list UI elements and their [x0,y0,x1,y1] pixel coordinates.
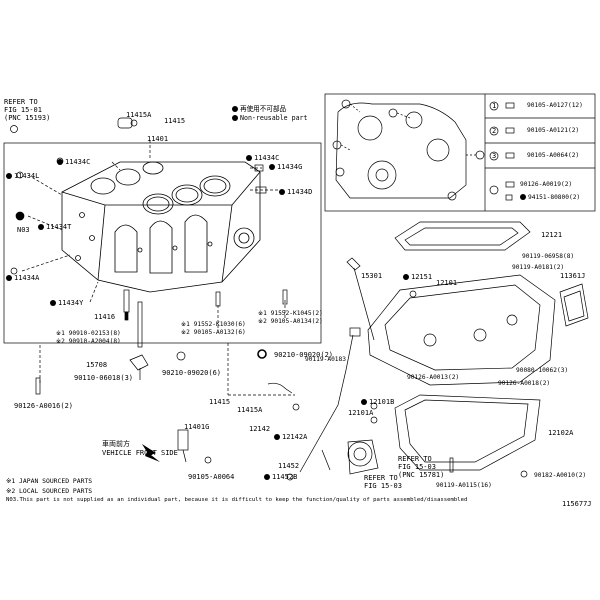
part-11401G[interactable]: 11401G [184,423,210,431]
key-3-part[interactable]: 90105-A0064(2) [527,152,580,159]
leader-lines [21,140,295,396]
refer-line: FIG 15-03 [364,482,402,490]
part-11434D[interactable]: 11434D [279,188,312,196]
bracket-15708 [129,354,149,380]
refer-line: REFER TO [4,98,38,106]
part-12101[interactable]: 12101 [436,279,458,287]
part-11415-mid[interactable]: 11415 [209,398,231,406]
part-90126-A0016[interactable]: 90126-A0016(2) [14,402,74,410]
part-90210-09020-2[interactable]: 90210-09020(2) [274,351,334,359]
knock-pin-top [117,117,138,129]
upper-oil-pan-12101 [367,274,556,386]
part-91552-K1030[interactable]: ※1 91552-K1030(6) [181,321,246,328]
part-11434G[interactable]: 11434G [269,163,302,171]
part-12142[interactable]: 12142 [249,425,271,433]
legend-non-reusable: 再使用不可部品 [232,103,286,113]
part-12151[interactable]: 12151 [403,273,432,281]
part-11434C-left[interactable]: 11434C [57,158,90,166]
refer-fig-15-03-pnc[interactable]: REFER TO FIG 15-03 (PNC 15781) [398,455,444,479]
part-12101A[interactable]: 12101A [348,409,374,417]
non-reusable-dot-icon [232,106,238,112]
vehicle-front-en: VEHICLE FRONT SIDE [102,449,178,457]
part-90105-A0132[interactable]: ※2 90105-A0132(6) [181,329,246,336]
part-11452[interactable]: 11452 [278,462,300,470]
refer-line: REFER TO [364,474,398,482]
note-n03: N03.This part is not supplied as an indi… [6,497,468,503]
part-11434A[interactable]: 11434A [6,274,39,282]
part-90105-A0134[interactable]: ※2 90105-A0134(2) [258,318,323,325]
part-91552-K1045[interactable]: ※1 91552-K1045(2) [258,310,323,317]
part-90080-10062[interactable]: 90080-10062(3) [516,367,569,374]
figure-id: 115677J [562,500,592,508]
part-12142A[interactable]: 12142A [274,433,307,441]
part-12102A[interactable]: 12102A [548,429,574,437]
part-15708[interactable]: 15708 [86,361,108,369]
dipstick-guide-12142 [299,327,361,473]
pan-gasket-12121 [394,221,531,251]
key-3-label: 3 [492,152,497,160]
legend-jp: 再使用不可部品 [240,105,287,113]
part-11401[interactable]: 11401 [147,135,169,143]
part-90105-A0064-bottom[interactable]: 90105-A0064 [188,473,235,481]
part-90119-06958[interactable]: 90119-06958(8) [522,253,575,260]
part-90182-A0010[interactable]: 90182-A0010(2) [534,472,587,479]
vehicle-front-jp: 車両前方 [102,440,130,448]
key-1-part[interactable]: 90105-A0127(12) [527,102,583,109]
refer-line: (PNC 15193) [4,114,51,122]
part-90910-02153[interactable]: ※1 90910-02153(8) [56,330,121,337]
timing-cover [335,102,467,199]
part-90110-06018[interactable]: 90110-06018(3) [74,374,134,382]
part-90210-09020-6[interactable]: 90210-09020(6) [162,369,222,377]
key-4-part[interactable]: 90126-A0019(2) [520,181,573,188]
refer-line: (PNC 15781) [398,471,445,479]
part-11452B[interactable]: 11452B [264,473,297,481]
part-11434Y[interactable]: 11434Y [50,299,83,307]
part-11416[interactable]: 11416 [94,313,116,321]
part-90119-A0115[interactable]: 90119-A0115(16) [436,482,492,489]
part-11415A-top[interactable]: 11415A [126,111,152,119]
part-11415-top[interactable]: 11415 [164,117,186,125]
key-2-label: 2 [492,127,497,135]
part-11434L[interactable]: 11434L [6,172,39,180]
part-12121[interactable]: 12121 [541,231,563,239]
key-circles [489,101,515,201]
engine-block-frame [3,142,322,344]
part-11434C-right[interactable]: 11434C [246,154,279,162]
note-local-sourced: ※2 LOCAL SOURCED PARTS [6,487,93,495]
lower-oil-pan-12102a [394,394,541,471]
oil-pump-11452 [321,439,379,475]
part-90126-A0013[interactable]: 90126-A0013(2) [407,374,460,381]
refer-line: FIG 15-03 [398,463,436,471]
part-90119-A0183[interactable]: 90119-A0183 [305,356,346,363]
inset-callouts [332,99,485,201]
part-11434T[interactable]: 11434T [38,223,71,231]
cylinder-block [61,161,261,293]
refer-fig-15-03[interactable]: REFER TO FIG 15-03 [364,474,402,490]
part-90119-A0181[interactable]: 90119-A0181(2) [512,264,565,271]
note-japan-sourced: ※1 JAPAN SOURCED PARTS [6,477,93,485]
oil-cover-11361j [559,283,589,327]
refer-line: REFER TO [398,455,432,463]
key-1-label: 1 [492,102,497,110]
part-11361J[interactable]: 11361J [560,272,586,280]
dipstick-15301 [346,257,375,341]
refer-line: FIG 15-01 [4,106,42,114]
part-11415A-mid[interactable]: 11415A [237,406,263,414]
key-2-part[interactable]: 90105-A0121(2) [527,127,580,134]
legend-en: Non-reusable part [240,114,308,122]
part-N03[interactable]: N03 [17,226,30,234]
non-reusable-dot-icon [232,115,238,121]
legend-non-reusable-en: Non-reusable part [232,114,308,122]
part-15301[interactable]: 15301 [361,272,383,280]
sensor-11401g [177,429,212,464]
inset-frame [324,93,596,212]
part-12101B[interactable]: 12101B [361,398,394,406]
part-90126-A0018[interactable]: 90126-A0018(2) [498,380,551,387]
part-90910-A2004[interactable]: ※2 90910-A2004(8) [56,338,121,345]
key-4b-part[interactable]: 94151-80800(2) [520,194,580,201]
refer-fig-15-01[interactable]: REFER TO FIG 15-01 (PNC 15193) [4,98,50,122]
